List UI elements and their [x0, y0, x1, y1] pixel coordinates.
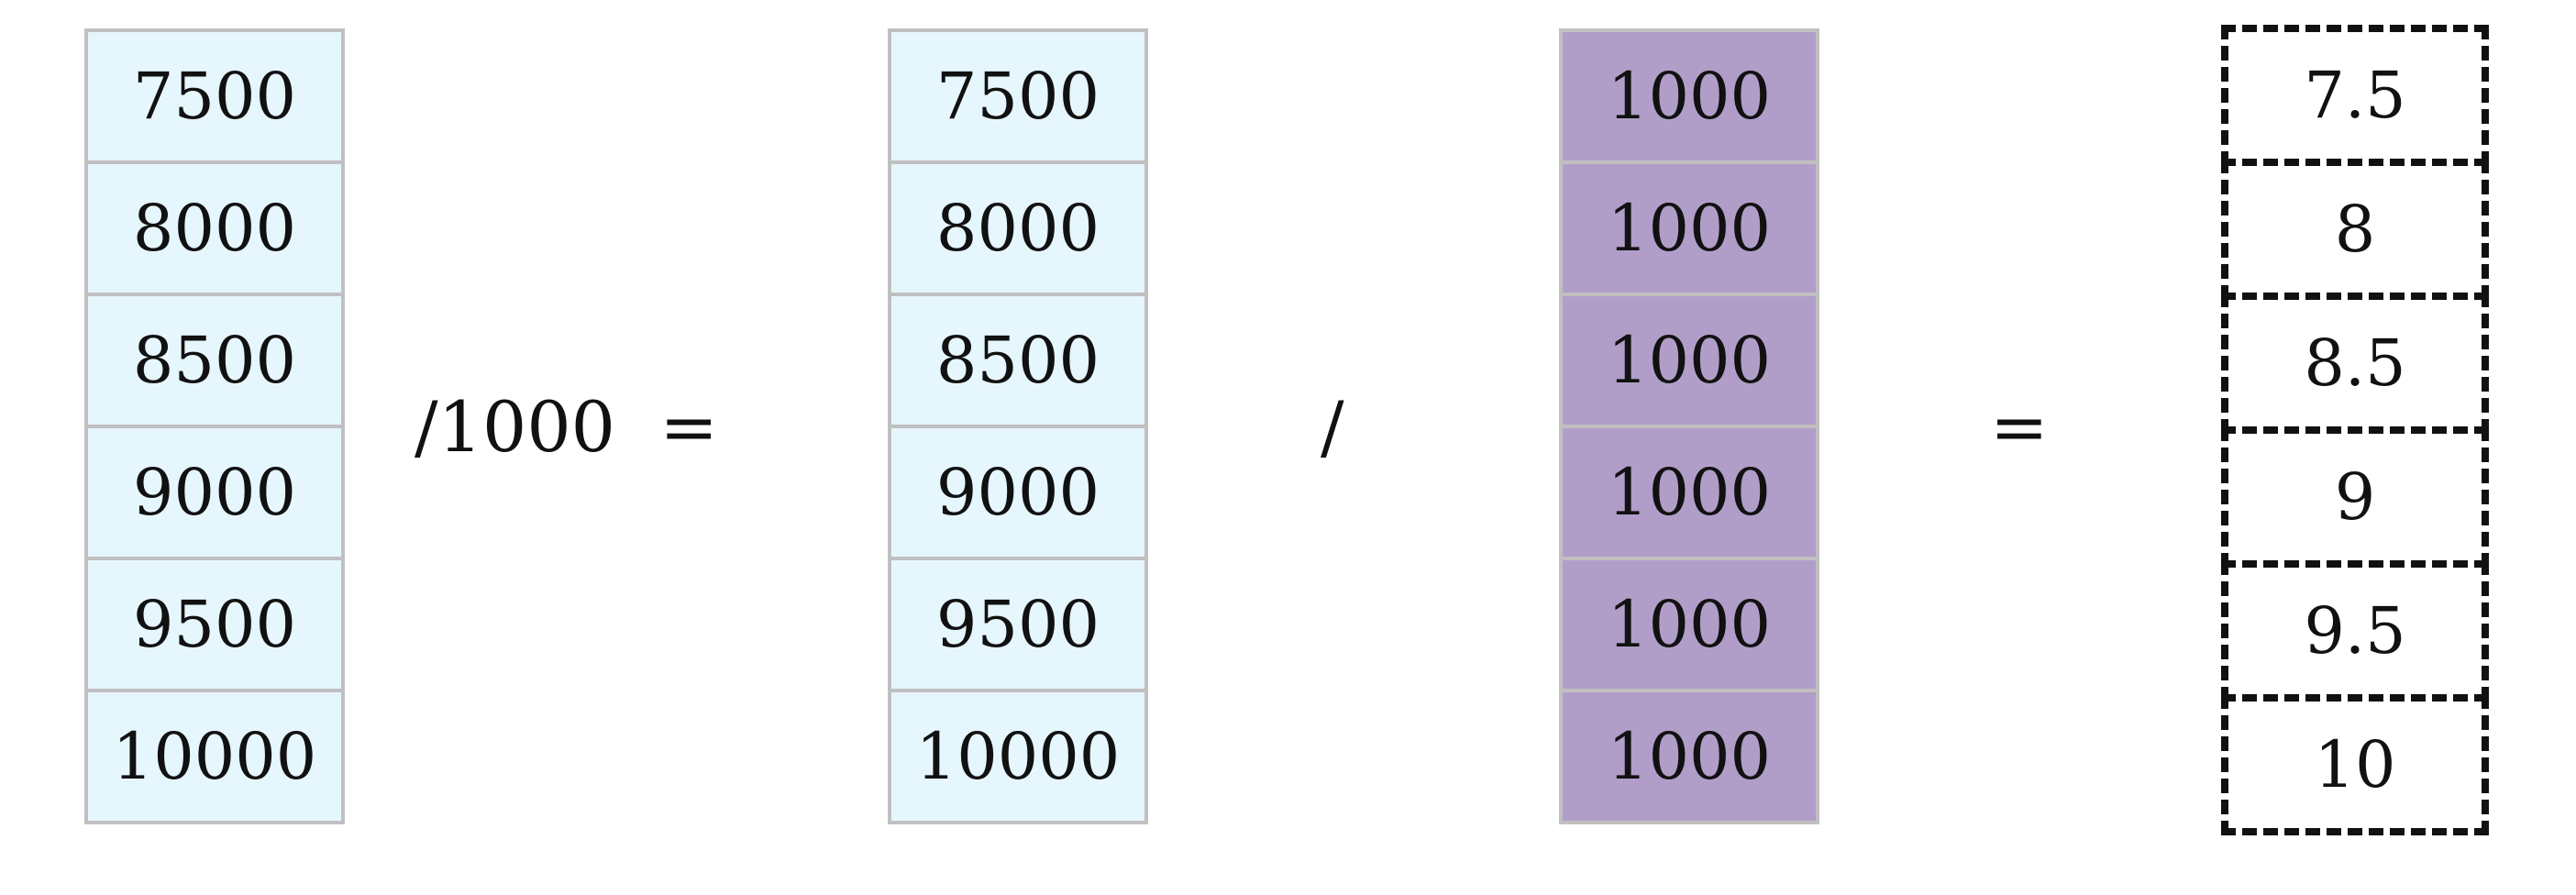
cell-b-3: 8500 [888, 293, 1148, 428]
input-column-b: 7500 8000 8500 9000 9500 10000 [888, 28, 1148, 824]
result-cell-6: 10 [2221, 694, 2489, 835]
cell-c-6: 1000 [1559, 689, 1819, 824]
divisor-column: 1000 1000 1000 1000 1000 1000 [1559, 28, 1819, 824]
cell-a-2: 8000 [84, 160, 345, 296]
result-column: 7.5 8 8.5 9 9.5 10 [2221, 25, 2489, 835]
cell-b-2: 8000 [888, 160, 1148, 296]
result-cell-5: 9.5 [2221, 560, 2489, 702]
cell-c-3: 1000 [1559, 293, 1819, 428]
result-cell-2: 8 [2221, 159, 2489, 300]
divide-by-scalar-equals: /1000 = [415, 386, 719, 468]
cell-c-2: 1000 [1559, 160, 1819, 296]
cell-c-1: 1000 [1559, 28, 1819, 164]
cell-a-3: 8500 [84, 293, 345, 428]
cell-b-5: 9500 [888, 557, 1148, 692]
cell-b-4: 9000 [888, 425, 1148, 560]
divide-operator: / [1321, 386, 1344, 468]
result-cell-3: 8.5 [2221, 293, 2489, 434]
equals-operator: = [1990, 386, 2049, 468]
cell-a-4: 9000 [84, 425, 345, 560]
cell-a-5: 9500 [84, 557, 345, 692]
result-cell-1: 7.5 [2221, 25, 2489, 166]
result-cell-4: 9 [2221, 426, 2489, 568]
cell-c-5: 1000 [1559, 557, 1819, 692]
cell-c-4: 1000 [1559, 425, 1819, 560]
cell-b-1: 7500 [888, 28, 1148, 164]
input-column-a: 7500 8000 8500 9000 9500 10000 [84, 28, 345, 824]
cell-a-6: 10000 [84, 689, 345, 824]
cell-a-1: 7500 [84, 28, 345, 164]
cell-b-6: 10000 [888, 689, 1148, 824]
